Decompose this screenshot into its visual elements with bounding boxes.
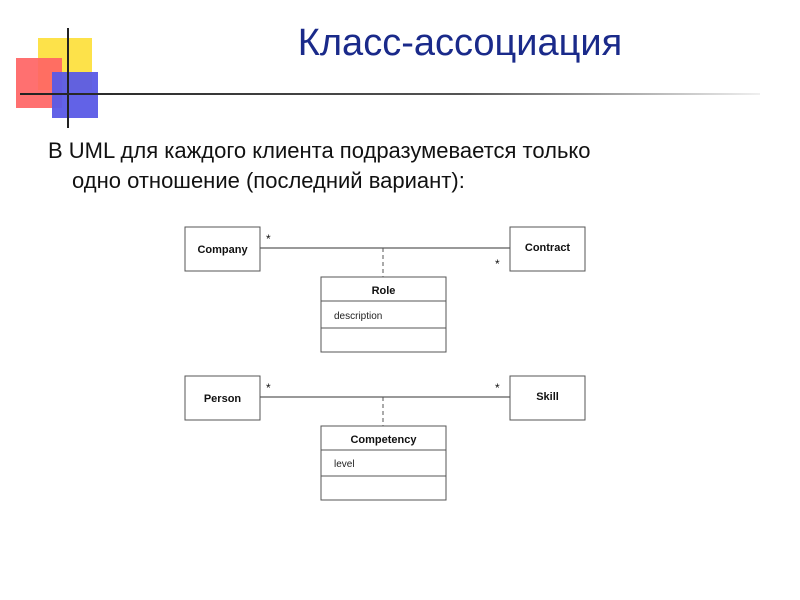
class-name-person: Person: [204, 393, 242, 405]
assoc-attribute-level: level: [334, 459, 355, 470]
association-bottom: Person Skill * * Competency level: [184, 375, 586, 501]
assoc-class-name-competency: Competency: [350, 434, 417, 446]
decor-vertical-line: [67, 28, 69, 128]
class-name-company: Company: [197, 244, 248, 256]
class-box-person: [184, 375, 261, 421]
class-name-skill: Skill: [536, 391, 559, 403]
multiplicity-contract: *: [495, 257, 500, 271]
multiplicity-person: *: [266, 381, 271, 395]
slide-text: В UML для каждого клиента подразумеваетс…: [48, 136, 748, 196]
slide-text-line2: одно отношение (последний вариант):: [72, 168, 465, 193]
assoc-attribute-description: description: [334, 311, 382, 322]
class-box-company: [184, 226, 261, 272]
assoc-class-box-competency: [320, 425, 447, 501]
slide-title: Класс-ассоциация: [297, 22, 623, 64]
association-top: Company Contract * * Role description: [184, 226, 586, 353]
class-name-contract: Contract: [525, 242, 571, 254]
assoc-class-box-role: [320, 276, 447, 353]
multiplicity-skill: *: [495, 381, 500, 395]
class-box-contract: [509, 226, 586, 272]
title-underline: [20, 93, 760, 95]
decor-blue-square: [52, 72, 98, 118]
class-box-skill: [509, 375, 586, 421]
slide-text-line1: В UML для каждого клиента подразумеваетс…: [48, 138, 591, 163]
multiplicity-company: *: [266, 232, 271, 246]
assoc-class-name-role: Role: [372, 285, 396, 297]
